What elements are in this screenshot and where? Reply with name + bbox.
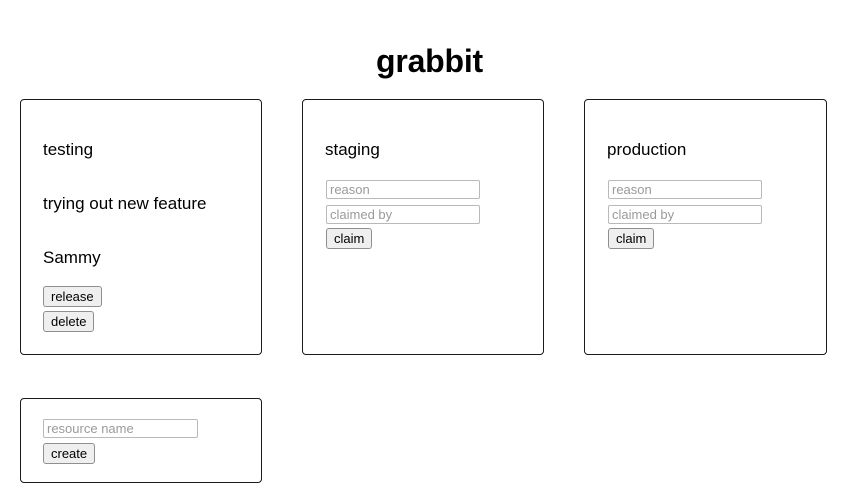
create-resource-card: create <box>20 398 262 483</box>
claimed-by-input[interactable] <box>608 205 762 224</box>
resource-name: staging <box>325 140 380 159</box>
create-button[interactable]: create <box>43 443 96 464</box>
claimed-by-input[interactable] <box>326 205 480 224</box>
resource-claimed-by: Sammy <box>43 248 101 267</box>
resource-card-production: production claim <box>584 99 827 355</box>
page-title: grabbit <box>375 43 484 80</box>
claim-button[interactable]: claim <box>608 228 655 249</box>
resource-name-input[interactable] <box>43 419 198 438</box>
resource-name: production <box>607 140 687 159</box>
resource-reason: trying out new feature <box>43 194 207 213</box>
resource-card-staging: staging claim <box>302 99 544 355</box>
reason-input[interactable] <box>326 180 480 199</box>
resource-name: testing <box>43 140 94 159</box>
reason-input[interactable] <box>608 180 762 199</box>
release-button[interactable]: release <box>43 286 102 307</box>
claim-button[interactable]: claim <box>326 228 373 249</box>
delete-button[interactable]: delete <box>43 311 95 332</box>
resource-card-testing: testing trying out new feature Sammy rel… <box>20 99 262 355</box>
